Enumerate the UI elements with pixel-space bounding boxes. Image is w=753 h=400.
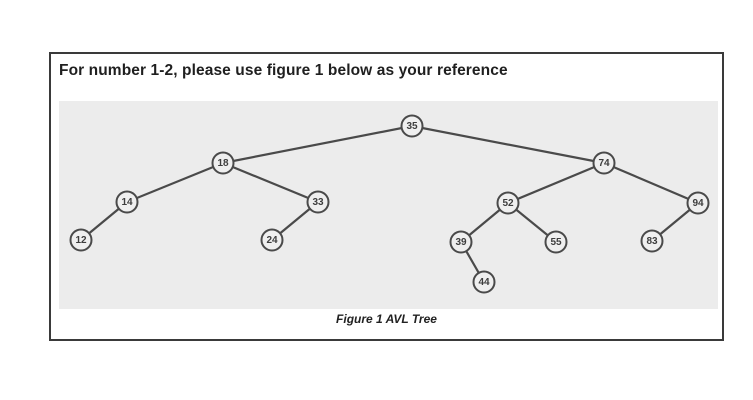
tree-node-24: 24 (260, 228, 284, 252)
tree-node-circle (69, 228, 93, 252)
tree-node-circle (472, 270, 496, 294)
tree-node-circle (260, 228, 284, 252)
tree-node-circle (211, 151, 235, 175)
tree-node-33: 33 (306, 190, 330, 214)
avl-tree-svg: 35 18 74 14 33 52 94 12 24 39 55 83 44 (69, 114, 710, 294)
tree-node-circle (496, 191, 520, 215)
tree-node-55: 55 (544, 230, 568, 254)
tree-edge-35-18 (222, 124, 413, 165)
tree-node-label: 24 (266, 235, 278, 246)
tree-node-label: 35 (406, 121, 418, 132)
tree-node-label: 39 (455, 237, 467, 248)
tree-node-label: 18 (217, 158, 229, 169)
figure-caption: Figure 1 AVL Tree (336, 312, 437, 326)
tree-node-label: 83 (646, 236, 658, 247)
tree-node-52: 52 (496, 191, 520, 215)
tree-node-circle (400, 114, 424, 138)
tree-node-circle (449, 230, 473, 254)
tree-node-label: 94 (692, 198, 704, 209)
tree-node-circle (592, 151, 616, 175)
tree-edge-18-33 (222, 161, 319, 204)
figure-panel: 35 18 74 14 33 52 94 12 24 39 55 83 44 (59, 101, 718, 309)
tree-edge-74-94 (603, 161, 699, 205)
tree-node-39: 39 (449, 230, 473, 254)
tree-node-94: 94 (686, 191, 710, 215)
tree-node-circle (686, 191, 710, 215)
tree-node-label: 14 (121, 197, 133, 208)
tree-node-14: 14 (115, 190, 139, 214)
tree-node-44: 44 (472, 270, 496, 294)
tree-edge-74-52 (507, 161, 605, 205)
tree-node-label: 74 (598, 158, 610, 169)
tree-node-circle (306, 190, 330, 214)
tree-node-74: 74 (592, 151, 616, 175)
tree-node-circle (544, 230, 568, 254)
tree-node-label: 52 (502, 198, 514, 209)
tree-node-35: 35 (400, 114, 424, 138)
tree-node-circle (115, 190, 139, 214)
instruction-text: For number 1-2, please use figure 1 belo… (59, 62, 508, 79)
tree-node-circle (640, 229, 664, 253)
question-box: For number 1-2, please use figure 1 belo… (49, 52, 724, 341)
tree-node-12: 12 (69, 228, 93, 252)
tree-node-18: 18 (211, 151, 235, 175)
tree-edge-35-74 (411, 124, 605, 165)
tree-node-label: 33 (312, 197, 324, 208)
tree-node-label: 44 (478, 277, 490, 288)
tree-edge-18-14 (126, 161, 224, 204)
tree-node-83: 83 (640, 229, 664, 253)
tree-node-label: 55 (550, 237, 562, 248)
tree-node-label: 12 (75, 235, 87, 246)
